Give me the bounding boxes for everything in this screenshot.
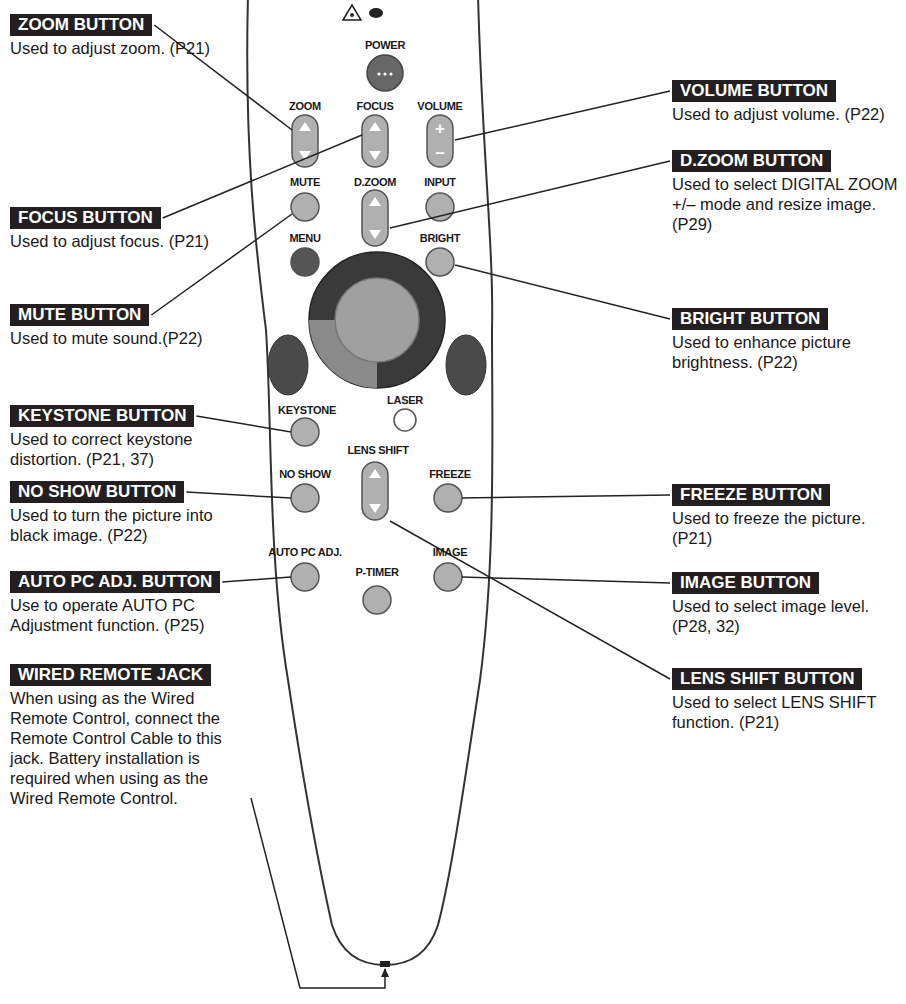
- callout-description: Used to select DIGITAL ZOOM +/– mode and…: [672, 174, 900, 234]
- callout-heading: AUTO PC ADJ. BUTTON: [10, 571, 220, 593]
- button-label: NO SHOW: [279, 468, 331, 480]
- button-label: AUTO PC ADJ.: [268, 546, 341, 558]
- button-label: FOCUS: [356, 100, 393, 112]
- power-button: [367, 55, 403, 91]
- callout-description: Used to mute sound.(P22): [10, 328, 215, 348]
- button-label: MENU: [289, 232, 320, 244]
- button-label: LENS SHIFT: [347, 444, 408, 456]
- callout-box: MUTE BUTTONUsed to mute sound.(P22): [10, 304, 215, 348]
- leader-line: [163, 135, 362, 218]
- callout-heading: KEYSTONE BUTTON: [10, 405, 194, 427]
- button-sign: –: [435, 143, 444, 163]
- callout-box: KEYSTONE BUTTONUsed to correct keystone …: [10, 405, 225, 469]
- leader-line: [455, 91, 670, 140]
- button-label: POWER: [365, 39, 405, 51]
- button-label: IMAGE: [433, 546, 468, 558]
- button-label: FREEZE: [429, 468, 471, 480]
- button-label: INPUT: [424, 176, 456, 188]
- callout-description: Used to select LENS SHIFT function. (P21…: [672, 692, 900, 732]
- callout-description: Used to enhance picture brightness. (P22…: [672, 332, 900, 372]
- callout-heading: VOLUME BUTTON: [672, 80, 836, 102]
- callout-description: Used to correct keystone distortion. (P2…: [10, 429, 225, 469]
- callout-heading: D.ZOOM BUTTON: [672, 150, 831, 172]
- button-sign: +: [435, 119, 445, 139]
- callout-heading: LENS SHIFT BUTTON: [672, 668, 862, 690]
- callout-box: D.ZOOM BUTTONUsed to select DIGITAL ZOOM…: [672, 150, 900, 234]
- callout-description: Used to freeze the picture. (P21): [672, 508, 900, 548]
- laser-warning-icon: [343, 5, 361, 20]
- callout-description: Used to turn the picture into black imag…: [10, 505, 215, 545]
- callout-heading: WIRED REMOTE JACK: [10, 664, 211, 686]
- callout-heading: MUTE BUTTON: [10, 304, 149, 326]
- button-label: LASER: [387, 394, 423, 406]
- leader-line: [251, 798, 385, 988]
- callout-heading: BRIGHT BUTTON: [672, 308, 828, 330]
- callout-heading: ZOOM BUTTON: [10, 14, 152, 36]
- callout-box: BRIGHT BUTTONUsed to enhance picture bri…: [672, 308, 900, 372]
- button-label: MUTE: [290, 176, 320, 188]
- callout-box: NO SHOW BUTTONUsed to turn the picture i…: [10, 481, 215, 545]
- button-label: KEYSTONE: [278, 404, 336, 416]
- callout-heading: FOCUS BUTTON: [10, 207, 161, 229]
- callout-box: VOLUME BUTTONUsed to adjust volume. (P22…: [672, 80, 900, 124]
- button-label: BRIGHT: [420, 232, 460, 244]
- navigation-pad: [268, 252, 486, 395]
- leader-line: [390, 521, 670, 679]
- callout-box: WIRED REMOTE JACKWhen using as the Wired…: [10, 664, 245, 808]
- leader-line: [455, 265, 670, 319]
- callout-description: Used to adjust volume. (P22): [672, 104, 900, 124]
- leader-line: [462, 495, 670, 498]
- leader-line: [222, 577, 291, 582]
- callout-box: LENS SHIFT BUTTONUsed to select LENS SHI…: [672, 668, 900, 732]
- leader-line: [151, 214, 292, 315]
- leader-line: [186, 492, 291, 498]
- callout-heading: IMAGE BUTTON: [672, 572, 819, 594]
- callout-box: IMAGE BUTTONUsed to select image level. …: [672, 572, 900, 636]
- rocker-buttons: [292, 115, 453, 520]
- button-label: D.ZOOM: [354, 176, 396, 188]
- callout-description: When using as the Wired Remote Control, …: [10, 688, 245, 808]
- callout-description: Used to adjust zoom. (P21): [10, 38, 215, 58]
- leader-line: [196, 416, 291, 432]
- callout-description: Used to adjust focus. (P21): [10, 231, 215, 251]
- callout-box: FOCUS BUTTONUsed to adjust focus. (P21): [10, 207, 215, 251]
- callout-box: ZOOM BUTTONUsed to adjust zoom. (P21): [10, 14, 215, 58]
- wired-remote-jack: [380, 961, 390, 967]
- indicator-lamp: [369, 8, 383, 18]
- callout-heading: NO SHOW BUTTON: [10, 481, 184, 503]
- callout-description: Used to select image level. (P28, 32): [672, 596, 900, 636]
- callout-description: Use to operate AUTO PC Adjustment functi…: [10, 595, 225, 635]
- remote-body: [247, 0, 492, 965]
- leader-line: [390, 161, 670, 228]
- button-label: P-TIMER: [355, 566, 398, 578]
- callout-box: AUTO PC ADJ. BUTTONUse to operate AUTO P…: [10, 571, 225, 635]
- callout-box: FREEZE BUTTONUsed to freeze the picture.…: [672, 484, 900, 548]
- callout-heading: FREEZE BUTTON: [672, 484, 830, 506]
- button-label: ZOOM: [289, 100, 321, 112]
- button-label: VOLUME: [417, 100, 462, 112]
